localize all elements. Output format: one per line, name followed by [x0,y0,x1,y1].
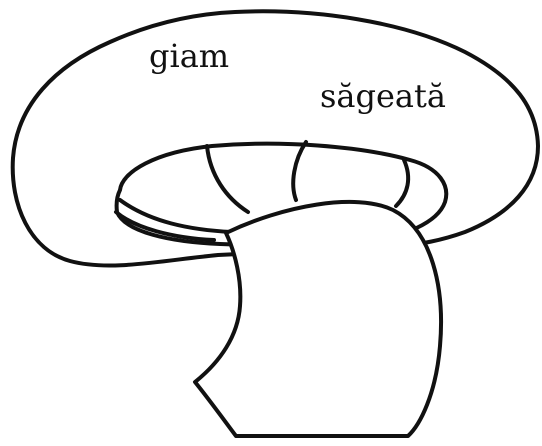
label-giam: giam [149,40,229,72]
label-sageata: săgeată [320,80,446,112]
mushroom-stem [195,202,441,436]
